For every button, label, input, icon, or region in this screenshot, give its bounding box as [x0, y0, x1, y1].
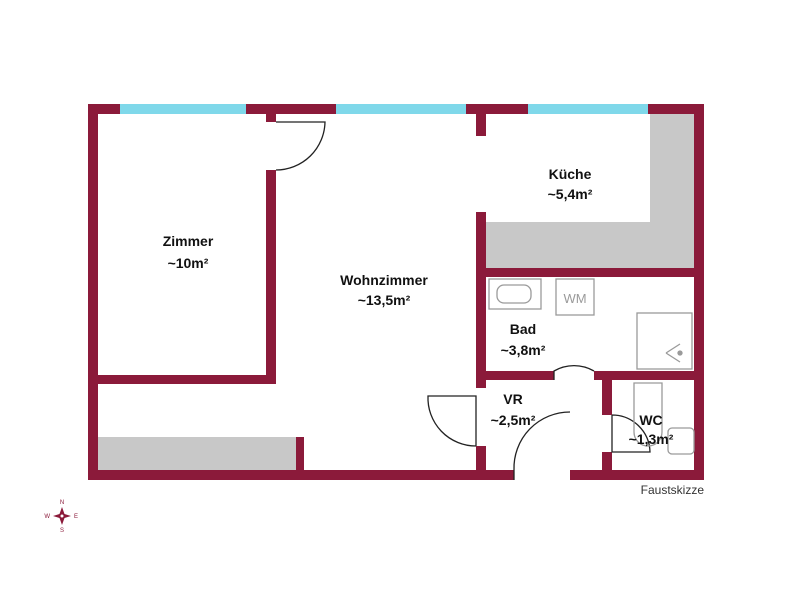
door-zimmer: [275, 121, 326, 171]
kitchen-counter-bottom: [486, 222, 694, 272]
wall-top-right: [648, 104, 704, 114]
bathroom-sink: [488, 278, 542, 310]
wall-zimmer-right-lower: [266, 170, 276, 384]
wall-bad-bottom-left: [476, 371, 554, 380]
room-area-bad: ~3,8m²: [501, 342, 546, 358]
wall-zimmer-right-upper: [266, 114, 276, 122]
wall-bad-bottom-right: [594, 371, 704, 380]
sketch-caption: Faustskizze: [641, 483, 705, 497]
washing-machine: [555, 278, 595, 316]
room-area-vr: ~2,5m²: [491, 412, 536, 428]
compass-icon: N E S W: [44, 500, 78, 534]
room-area-wohnzimmer: ~13,5m²: [358, 292, 411, 308]
room-area-kueche: ~5,4m²: [548, 186, 593, 202]
door-bad: [553, 364, 595, 380]
door-entrance: [513, 411, 571, 480]
wall-kitchen-bottom: [476, 268, 704, 277]
wall-bottom-right: [570, 470, 704, 480]
shower: [636, 312, 693, 370]
wall-left: [88, 104, 98, 480]
shower-line-1: [665, 343, 681, 354]
wall-top-mid-2: [466, 104, 528, 114]
room-labels: Zimmer ~10m² Wohnzimmer ~13,5m² Küche ~5…: [163, 166, 674, 447]
door-vr-left: [427, 395, 477, 447]
wall-top-left: [88, 104, 120, 114]
room-name-wohnzimmer: Wohnzimmer: [340, 272, 428, 288]
compass-center: [60, 514, 64, 518]
room-name-wc: WC: [639, 412, 662, 428]
wall-wc-left-upper: [602, 371, 612, 415]
wall-right: [694, 104, 704, 480]
room-area-zimmer: ~10m²: [168, 255, 209, 271]
wall-zimmer-bottom: [98, 375, 276, 384]
walls: [88, 104, 704, 480]
wall-kitchen-left-upper: [476, 114, 486, 136]
room-name-bad: Bad: [510, 321, 536, 337]
room-name-kueche: Küche: [549, 166, 592, 182]
wall-vr-left-lower: [476, 446, 486, 480]
wc-toilet: [633, 382, 663, 447]
room-area-wc: ~1,3m²: [629, 431, 674, 447]
door-wc: [611, 414, 651, 453]
window-zimmer: [120, 104, 246, 114]
bathroom-sink-basin: [496, 284, 532, 304]
compass-east: E: [74, 514, 78, 520]
washing-machine-label: WM: [563, 291, 586, 306]
wall-kitchen-left-lower: [476, 212, 486, 388]
compass-west: W: [44, 514, 50, 520]
room-name-vr: VR: [503, 391, 522, 407]
wall-top-mid-1: [246, 104, 336, 114]
compass-north: N: [60, 500, 64, 506]
hall-storage: [98, 437, 298, 471]
window-kueche: [528, 104, 648, 114]
room-name-zimmer: Zimmer: [163, 233, 214, 249]
wall-storage-divider: [296, 437, 304, 471]
windows: [120, 104, 648, 114]
wall-wc-left-lower: [602, 452, 612, 480]
fixtures: [488, 278, 695, 455]
shower-line-2: [665, 352, 681, 363]
shower-drain: [677, 350, 683, 356]
doors: [275, 121, 651, 480]
window-wohnzimmer: [336, 104, 466, 114]
counters: [98, 112, 694, 471]
wall-bottom-left: [88, 470, 514, 480]
compass-south: S: [60, 528, 64, 534]
wc-sink: [667, 427, 695, 455]
